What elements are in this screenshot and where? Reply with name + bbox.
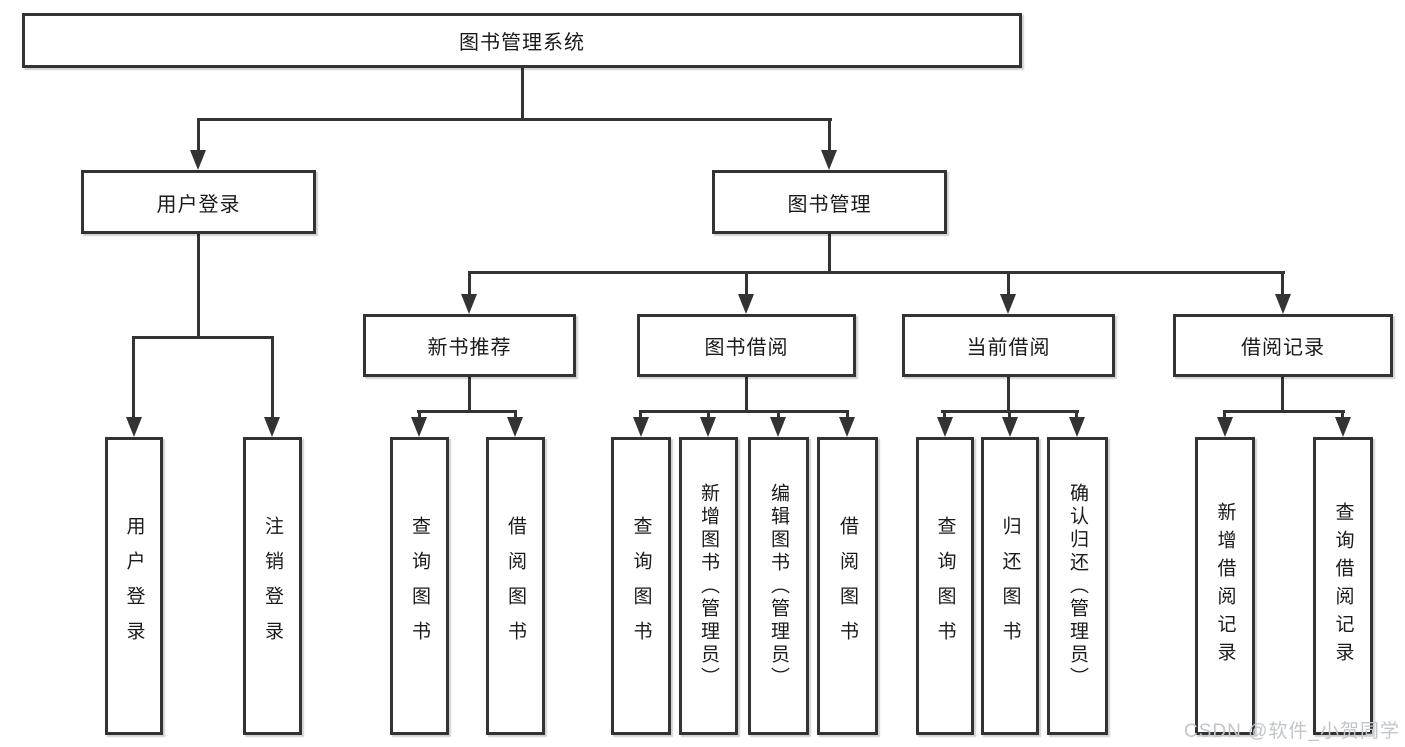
connector-borrowing-stub — [745, 377, 748, 413]
leaf-confirm-return-admin: 确认归还（管理员） — [1047, 437, 1108, 735]
connector-level3-drop — [468, 271, 471, 297]
connector-leaf-drop — [846, 410, 849, 420]
connector-leaf-drop — [132, 336, 135, 419]
connector-leaf-drop — [1075, 410, 1078, 420]
leaf-query-books-1-label: 查询图书 — [409, 516, 430, 656]
arrow-down-icon — [633, 417, 649, 437]
leaf-query-books-2-label: 查询图书 — [630, 516, 652, 656]
connector-newbook-stub — [468, 377, 471, 413]
connector-leaf-drop — [1008, 410, 1011, 420]
connector-level2-branch — [197, 118, 832, 121]
leaf-add-borrow-record-label: 新增借阅记录 — [1214, 502, 1236, 670]
arrow-down-icon — [1069, 417, 1085, 437]
connector-leaf-drop — [943, 410, 946, 420]
arrow-down-icon — [1275, 294, 1291, 314]
leaf-query-books-2: 查询图书 — [611, 437, 671, 735]
leaf-confirm-return-admin-label: 确认归还（管理员） — [1067, 482, 1088, 690]
connector-leaf-drop — [1223, 410, 1226, 420]
connector-leaf-drop — [418, 410, 421, 420]
connector-level3-drop — [1281, 271, 1284, 297]
connector-current-stub — [1007, 377, 1010, 413]
leaf-edit-book-admin-label: 编辑图书（管理员） — [768, 482, 789, 690]
arrow-down-icon — [126, 417, 142, 437]
connector-leaf-drop — [707, 410, 710, 420]
leaf-logout-label: 注销登录 — [262, 516, 283, 656]
leaf-return-books-label: 归还图书 — [999, 516, 1021, 656]
connector-book-mgmt-stub — [828, 234, 831, 274]
arrow-down-icon — [770, 417, 786, 437]
leaf-user-login-label: 用户登录 — [123, 516, 145, 656]
arrow-down-icon — [1335, 417, 1351, 437]
leaf-query-books-3-label: 查询图书 — [934, 516, 956, 656]
node-new-book-recommendation: 新书推荐 — [363, 314, 576, 377]
csdn-watermark: CSDN @软件_小贺同学 — [1184, 721, 1400, 742]
connector-records-stub — [1281, 377, 1284, 413]
arrow-down-icon — [411, 417, 427, 437]
arrow-down-icon — [821, 150, 837, 170]
connector-level3-branch — [468, 271, 1285, 274]
leaf-add-borrow-record: 新增借阅记录 — [1195, 437, 1255, 735]
node-current-borrowing: 当前借阅 — [902, 314, 1115, 377]
connector-leaf-drop — [639, 410, 642, 420]
arrow-down-icon — [937, 417, 953, 437]
connector-user-login-stub — [197, 234, 200, 339]
leaf-add-book-admin-label: 新增图书（管理员） — [698, 482, 719, 690]
connector-borrowing-branch — [639, 410, 849, 413]
leaf-user-login: 用户登录 — [105, 437, 163, 735]
connector-leaf-drop — [271, 336, 274, 419]
node-borrowing-records: 借阅记录 — [1173, 314, 1393, 377]
leaf-query-books-1: 查询图书 — [390, 437, 449, 735]
leaf-return-books: 归还图书 — [981, 437, 1039, 735]
arrow-down-icon — [507, 417, 523, 437]
leaf-borrow-books-2: 借阅图书 — [817, 437, 878, 735]
connector-leaf-drop — [777, 410, 780, 420]
leaf-query-borrow-record: 查询借阅记录 — [1313, 437, 1373, 735]
connector-user-login-branch — [132, 336, 274, 339]
leaf-borrow-books-2-label: 借阅图书 — [837, 516, 858, 656]
connector-user-login-drop — [197, 118, 200, 151]
node-library-system: 图书管理系统 — [22, 13, 1022, 68]
arrow-down-icon — [1002, 417, 1018, 437]
connector-root-stub — [521, 68, 524, 121]
connector-book-mgmt-drop — [828, 118, 831, 151]
leaf-add-book-admin: 新增图书（管理员） — [679, 437, 738, 735]
leaf-edit-book-admin: 编辑图书（管理员） — [748, 437, 809, 735]
leaf-query-borrow-record-label: 查询借阅记录 — [1332, 502, 1354, 670]
arrow-down-icon — [461, 294, 477, 314]
leaf-query-books-3: 查询图书 — [916, 437, 974, 735]
leaf-borrow-books-1-label: 借阅图书 — [505, 516, 526, 656]
node-user-login: 用户登录 — [81, 170, 316, 234]
arrow-down-icon — [700, 417, 716, 437]
arrow-down-icon — [264, 417, 280, 437]
connector-records-branch — [1223, 410, 1345, 413]
leaf-logout: 注销登录 — [243, 437, 302, 735]
node-book-management: 图书管理 — [712, 170, 947, 234]
arrow-down-icon — [190, 150, 206, 170]
connector-level3-drop — [1007, 271, 1010, 297]
connector-newbook-branch — [417, 410, 517, 413]
connector-level3-drop — [745, 271, 748, 297]
connector-leaf-drop — [514, 410, 517, 420]
arrow-down-icon — [738, 294, 754, 314]
connector-leaf-drop — [1341, 410, 1344, 420]
leaf-borrow-books-1: 借阅图书 — [486, 437, 545, 735]
arrow-down-icon — [839, 417, 855, 437]
node-book-borrowing: 图书借阅 — [637, 314, 856, 377]
arrow-down-icon — [1217, 417, 1233, 437]
arrow-down-icon — [1000, 294, 1016, 314]
